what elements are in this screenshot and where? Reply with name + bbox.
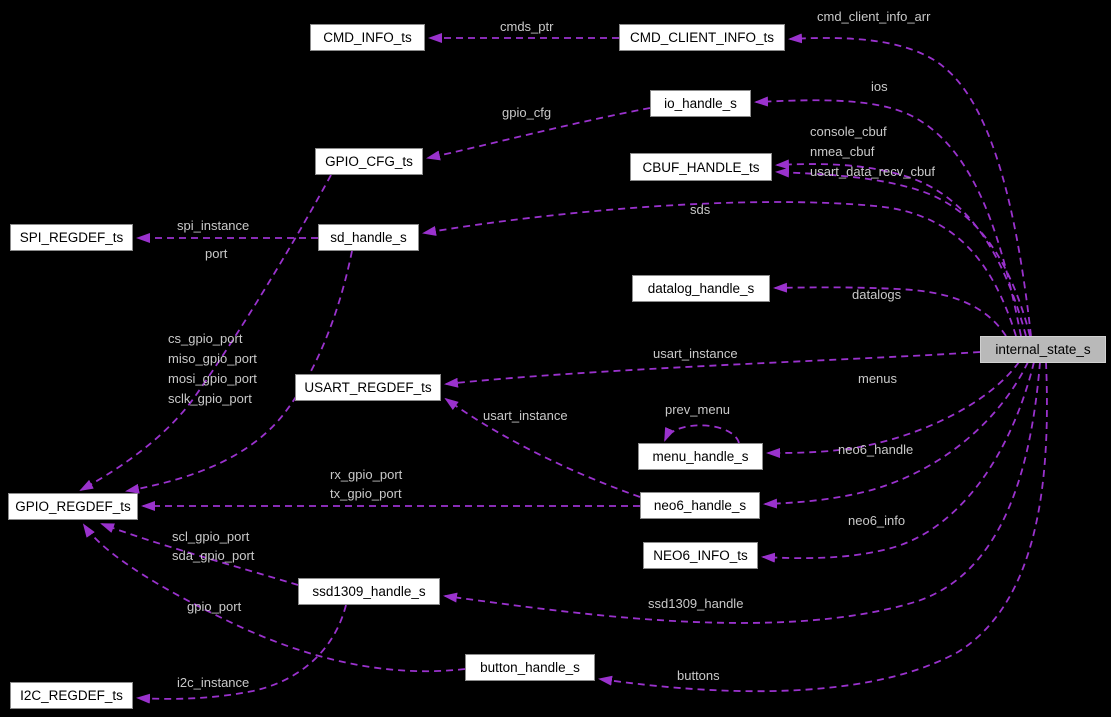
edge-label-menus: menus (858, 371, 898, 386)
edge-label-cmd_client_info_arr: cmd_client_info_arr (817, 9, 931, 24)
node-neo6_info[interactable]: NEO6_INFO_ts (643, 542, 758, 569)
edge-ios (754, 96, 1022, 337)
edge-label-usart_instance_mid: usart_instance (483, 408, 568, 423)
edge-label-i2c_instance: i2c_instance (177, 675, 250, 690)
edge-label-cmds_ptr: cmds_ptr (500, 19, 554, 34)
edge-cbufs_b (775, 167, 1031, 337)
edge-label-neo6_info_lbl: neo6_info (848, 513, 906, 528)
node-menu_handle[interactable]: menu_handle_s (638, 443, 763, 470)
edge-cbufs_a (775, 159, 1027, 337)
edge-label-spi_instance: spi_instance (177, 218, 250, 233)
node-cmd_info[interactable]: CMD_INFO_ts (310, 24, 425, 51)
node-usart_regdef[interactable]: USART_REGDEF_ts (295, 374, 441, 401)
node-i2c_regdef[interactable]: I2C_REGDEF_ts (10, 682, 133, 709)
node-cbuf_handle[interactable]: CBUF_HANDLE_ts (630, 153, 772, 181)
node-sd_handle[interactable]: sd_handle_s (318, 224, 419, 251)
node-ssd1309_handle[interactable]: ssd1309_handle_s (298, 578, 440, 605)
edge-label-port: port (205, 246, 228, 261)
node-datalog_handle[interactable]: datalog_handle_s (632, 275, 770, 302)
edge-gpio_cfg (426, 107, 651, 161)
edge-usart_instance_mid (444, 397, 641, 498)
edge-neo6_handle (763, 361, 1029, 509)
edge-label-sclk_gpio_port: sclk_gpio_port (168, 391, 252, 406)
edge-label-buttons: buttons (677, 668, 720, 683)
edge-label-rx_gpio_port: rx_gpio_port (330, 467, 403, 482)
edge-label-mosi_gpio_port: mosi_gpio_port (168, 371, 257, 386)
edge-label-datalogs: datalogs (852, 287, 902, 302)
edge-label-miso_gpio_port: miso_gpio_port (168, 351, 257, 366)
node-button_handle[interactable]: button_handle_s (465, 654, 595, 681)
node-cmd_client_info[interactable]: CMD_CLIENT_INFO_ts (619, 24, 785, 51)
edge-neo6_info (761, 361, 1035, 563)
edge-i2c_instance (136, 604, 347, 704)
edge-label-usart_data_recv_cbuf: usart_data_recv_cbuf (810, 164, 936, 179)
edge-label-neo6_handle_lbl: neo6_handle (838, 442, 914, 457)
node-gpio_regdef[interactable]: GPIO_REGDEF_ts (8, 493, 138, 520)
edge-ssd1309_handle (443, 361, 1041, 624)
edge-buttons (598, 361, 1048, 693)
edge-port (79, 174, 332, 491)
edge-cmd_client_info_arr (788, 33, 1032, 337)
edge-scl_sda (100, 523, 299, 586)
edge-label-gpio_cfg_lbl: gpio_cfg (502, 105, 552, 120)
edge-label-cs_gpio_port: cs_gpio_port (168, 331, 243, 346)
edge-gpio_port (82, 523, 466, 673)
edge-label-sda_gpio_port: sda_gpio_port (172, 548, 255, 563)
node-spi_regdef[interactable]: SPI_REGDEF_ts (10, 224, 133, 251)
edge-label-scl_gpio_port: scl_gpio_port (172, 529, 250, 544)
edge-label-nmea_cbuf: nmea_cbuf (810, 144, 875, 159)
edge-label-prev_menu: prev_menu (665, 402, 731, 417)
node-internal_state: internal_state_s (980, 336, 1106, 363)
edge-sd_gpio (125, 250, 353, 494)
edge-label-console_cbuf: console_cbuf (810, 124, 887, 139)
node-io_handle[interactable]: io_handle_s (650, 90, 751, 117)
edge-label-ssd1309_handle_lbl: ssd1309_handle (648, 596, 744, 611)
edge-sds (422, 201, 1017, 337)
edge-prev_menu (664, 424, 740, 444)
node-gpio_cfg[interactable]: GPIO_CFG_ts (315, 148, 423, 175)
edge-label-usart_instance_top: usart_instance (653, 346, 738, 361)
edge-datalogs (773, 282, 1007, 337)
edge-label-gpio_port: gpio_port (187, 599, 242, 614)
node-neo6_handle[interactable]: neo6_handle_s (640, 492, 760, 519)
edge-label-sds: sds (690, 202, 711, 217)
edge-menus (766, 361, 1020, 458)
edge-label-tx_gpio_port: tx_gpio_port (330, 486, 402, 501)
edge-label-ios: ios (871, 79, 888, 94)
edge-usart_instance_top (444, 351, 981, 388)
